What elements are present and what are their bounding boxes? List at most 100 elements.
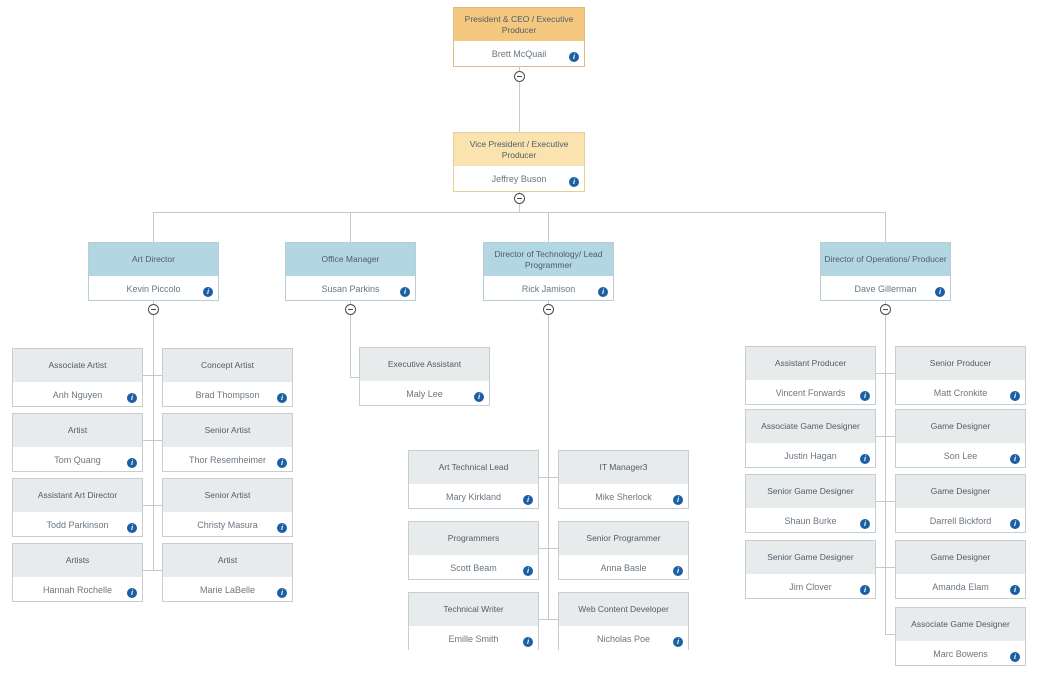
connector-line [350, 377, 359, 378]
collapse-toggle[interactable] [345, 304, 356, 315]
org-node-body: Scott Beam i [409, 557, 538, 579]
info-icon[interactable]: i [673, 495, 683, 505]
info-icon[interactable]: i [1010, 454, 1020, 464]
org-node-body: Darrell Bickford i [896, 510, 1025, 532]
collapse-toggle[interactable] [514, 71, 525, 82]
info-icon[interactable]: i [569, 52, 579, 62]
collapse-toggle[interactable] [148, 304, 159, 315]
org-node-person: Kevin Piccolo [126, 284, 181, 294]
org-node-body: Jim Clover i [746, 576, 875, 598]
org-node-title: Vice President / Executive Producer [454, 133, 584, 168]
connector-line [539, 548, 558, 549]
info-icon[interactable]: i [598, 287, 608, 297]
connector-line [876, 567, 895, 568]
info-icon[interactable]: i [523, 637, 533, 647]
info-icon[interactable]: i [277, 458, 287, 468]
collapse-toggle[interactable] [880, 304, 891, 315]
info-icon[interactable]: i [277, 588, 287, 598]
info-icon[interactable]: i [1010, 652, 1020, 662]
info-icon[interactable]: i [860, 391, 870, 401]
info-icon[interactable]: i [673, 637, 683, 647]
connector-line [885, 212, 886, 242]
minus-icon [546, 309, 551, 310]
info-icon[interactable]: i [277, 393, 287, 403]
org-node-title: Assistant Art Director [13, 479, 142, 514]
info-icon[interactable]: i [935, 287, 945, 297]
info-icon[interactable]: i [523, 566, 533, 576]
info-icon[interactable]: i [673, 566, 683, 576]
info-icon[interactable]: i [203, 287, 213, 297]
org-node-person: Scott Beam [450, 563, 497, 573]
info-icon[interactable]: i [1010, 391, 1020, 401]
info-icon[interactable]: i [860, 585, 870, 595]
connector-line [143, 375, 162, 376]
info-icon[interactable]: i [127, 458, 137, 468]
org-node-title: Senior Programmer [559, 522, 688, 557]
org-node-person: Shaun Burke [784, 516, 837, 526]
org-node-title: Technical Writer [409, 593, 538, 628]
info-icon[interactable]: i [1010, 585, 1020, 595]
org-node-person: Son Lee [943, 451, 978, 461]
info-icon[interactable]: i [277, 523, 287, 533]
info-icon[interactable]: i [400, 287, 410, 297]
info-icon[interactable]: i [523, 495, 533, 505]
minus-icon [883, 309, 888, 310]
org-node-person: Jim Clover [789, 582, 832, 592]
info-icon[interactable]: i [860, 519, 870, 529]
info-icon[interactable]: i [474, 392, 484, 402]
info-icon[interactable]: i [860, 454, 870, 464]
info-icon[interactable]: i [127, 588, 137, 598]
info-icon[interactable]: i [127, 393, 137, 403]
org-node-title: Artists [13, 544, 142, 579]
info-icon[interactable]: i [127, 523, 137, 533]
collapse-toggle[interactable] [543, 304, 554, 315]
org-node-person: Matt Cronkite [933, 388, 988, 398]
org-node-title: Director of Technology/ Lead Programmer [484, 243, 613, 278]
info-icon[interactable]: i [1010, 519, 1020, 529]
org-node-person: Marc Bowens [933, 649, 988, 659]
collapse-toggle[interactable] [514, 193, 525, 204]
org-node-person: Darrell Bickford [929, 516, 992, 526]
org-node-title: Executive Assistant [360, 348, 489, 383]
org-node-title: President & CEO / Executive Producer [454, 8, 584, 43]
org-node-body: Son Lee i [896, 445, 1025, 467]
info-icon[interactable]: i [569, 177, 579, 187]
